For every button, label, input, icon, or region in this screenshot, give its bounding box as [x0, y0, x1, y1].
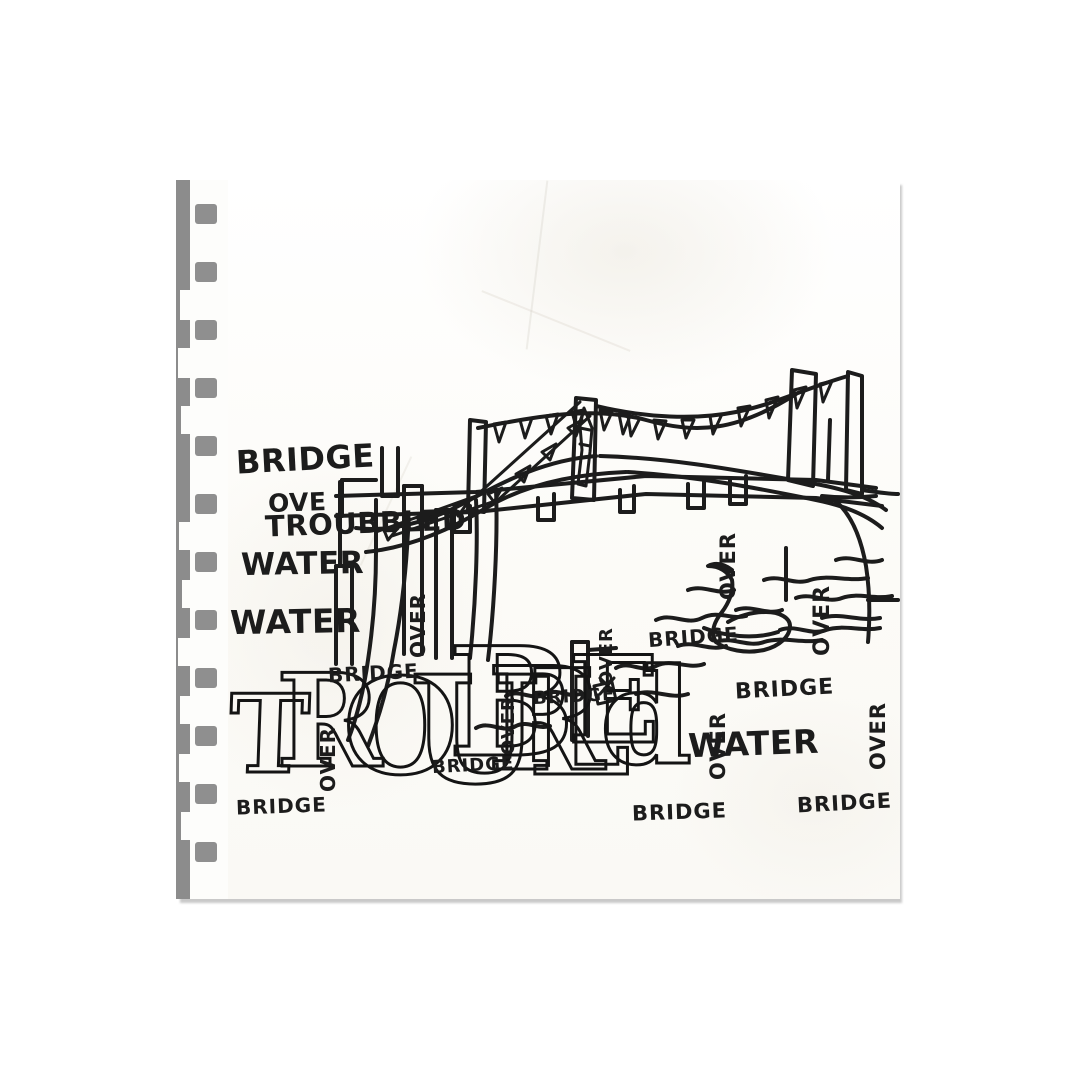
tag-bridge-1: BRIDGE [327, 658, 420, 688]
water-waves [474, 556, 894, 731]
big-letter-R: R [274, 647, 383, 797]
torn-tab [178, 638, 196, 666]
tag-bridge-2: BRIDGE [235, 792, 328, 820]
bridge-tower-right [786, 368, 818, 488]
tag-bridge-3: BRIDGE [431, 752, 515, 779]
paper-texture [176, 180, 900, 899]
big-letter-U: U [408, 643, 540, 817]
torn-tab [178, 348, 196, 378]
pen-drawing [176, 180, 900, 899]
mooring-post [570, 640, 618, 742]
binding-hole [195, 436, 217, 456]
tag-bridge-7: BRIDGE [631, 798, 728, 826]
title-line-water: WATER [240, 544, 365, 584]
big-letter-R2: R [485, 637, 606, 803]
bridge-arch-underside [598, 454, 888, 530]
binding-hole [195, 842, 217, 862]
torn-tab [181, 406, 196, 434]
title-line-bridge: BRIDGE [235, 436, 376, 482]
doodle-marks [592, 676, 618, 706]
torn-tab [180, 290, 196, 320]
binding-hole [195, 494, 217, 514]
figure-on-bridge [576, 406, 594, 488]
tag-over-3: OVER [498, 696, 519, 755]
binding-hole [195, 726, 217, 746]
torn-tab [181, 812, 196, 840]
tag-over-6: OVER [810, 584, 835, 656]
tag-bridge-5: BRIDGE [647, 621, 740, 653]
title-line-troubbled: TROUBBLED [264, 502, 467, 544]
big-letter-L: L [527, 638, 633, 809]
bridge-tower-far-right [844, 370, 864, 496]
binding-hole [195, 378, 217, 398]
torn-tab [179, 522, 196, 550]
big-letter-E: E [566, 630, 660, 771]
tag-over-4: OVER [596, 627, 617, 686]
binding-hole [195, 320, 217, 340]
torn-tab [180, 696, 196, 724]
tag-over-8: OVER [866, 701, 890, 770]
torn-tab [179, 754, 196, 782]
tag-bridge-8: BRIDGE [796, 788, 893, 818]
binding-hole [195, 610, 217, 630]
tag-over-1: OVER [406, 592, 430, 658]
notebook-paper [176, 180, 900, 899]
big-letter-O: O [342, 650, 460, 805]
tag-over-5: OVER [716, 531, 740, 600]
wooden-pilings [334, 484, 499, 666]
big-letter-d: d [598, 640, 693, 795]
tag-over-7: OVER [706, 711, 730, 780]
tag-bridge-4: BRIDGE [532, 683, 616, 710]
spiral-binding-margin [176, 180, 228, 899]
binding-hole [195, 204, 217, 224]
tag-bridge-6: BRIDGE [734, 674, 835, 705]
binding-hole [195, 262, 217, 282]
torn-tab [182, 580, 196, 608]
tag-over-2: OVER [316, 726, 340, 792]
big-letter-B: B [447, 615, 577, 791]
binding-hole [195, 784, 217, 804]
binding-paper [190, 180, 228, 899]
binding-hole [195, 668, 217, 688]
bridge-railing-posts [338, 446, 748, 568]
binding-hole [195, 552, 217, 572]
word-water-left: WATER [229, 600, 362, 643]
